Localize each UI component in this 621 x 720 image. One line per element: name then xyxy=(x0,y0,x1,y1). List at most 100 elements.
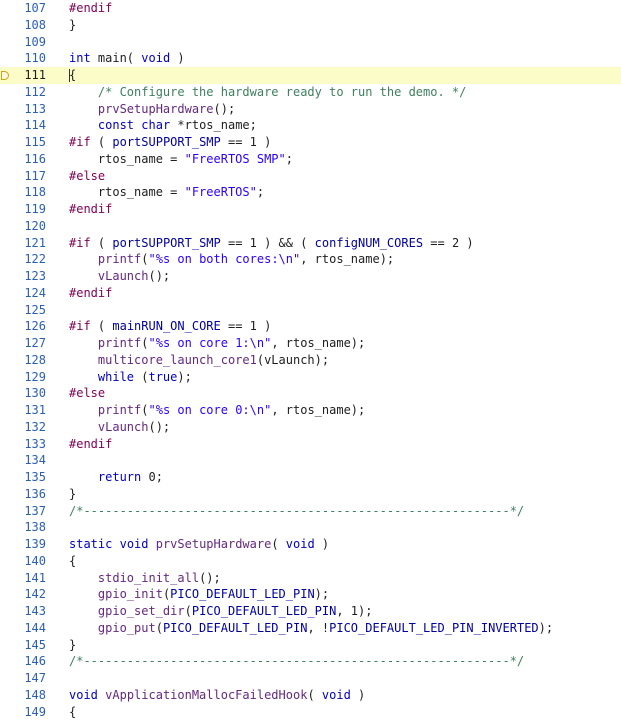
code-line[interactable]: 120 xyxy=(0,218,621,235)
code-text[interactable]: #endif xyxy=(69,436,112,453)
code-line[interactable]: 125 xyxy=(0,302,621,319)
code-text[interactable]: multicore_launch_core1(vLaunch); xyxy=(69,352,329,369)
line-gutter[interactable]: 130 xyxy=(0,385,64,402)
line-gutter[interactable]: 114 xyxy=(0,117,64,134)
code-line[interactable]: 144 gpio_put(PICO_DEFAULT_LED_PIN, !PICO… xyxy=(0,620,621,637)
code-line[interactable]: 143 gpio_set_dir(PICO_DEFAULT_LED_PIN, 1… xyxy=(0,603,621,620)
code-text[interactable]: #if ( portSUPPORT_SMP == 1 ) xyxy=(69,134,271,151)
line-gutter[interactable]: 149 xyxy=(0,704,64,720)
line-gutter[interactable]: 140 xyxy=(0,553,64,570)
code-line[interactable]: 146/*-----------------------------------… xyxy=(0,653,621,670)
code-text[interactable]: rtos_name = "FreeRTOS SMP"; xyxy=(69,151,293,168)
code-text[interactable]: printf("%s on core 1:\n", rtos_name); xyxy=(69,335,365,352)
code-line[interactable]: 134 xyxy=(0,452,621,469)
line-gutter[interactable]: 139 xyxy=(0,536,64,553)
line-gutter[interactable]: 145 xyxy=(0,637,64,654)
code-line[interactable]: 117#else xyxy=(0,168,621,185)
line-gutter[interactable]: 115 xyxy=(0,134,64,151)
line-gutter[interactable]: 107 xyxy=(0,0,64,17)
line-gutter[interactable]: 137 xyxy=(0,503,64,520)
code-text[interactable]: gpio_put(PICO_DEFAULT_LED_PIN, !PICO_DEF… xyxy=(69,620,553,637)
code-line[interactable]: 112 /* Configure the hardware ready to r… xyxy=(0,84,621,101)
line-gutter[interactable]: 120 xyxy=(0,218,64,235)
code-line[interactable]: 148 void vApplicationMallocFailedHook( vo… xyxy=(0,687,621,704)
line-gutter[interactable]: 148 xyxy=(0,687,64,704)
code-text[interactable]: printf("%s on core 0:\n", rtos_name); xyxy=(69,402,365,419)
code-line[interactable]: 123 vLaunch(); xyxy=(0,268,621,285)
line-gutter[interactable]: 136 xyxy=(0,486,64,503)
code-text[interactable]: gpio_init(PICO_DEFAULT_LED_PIN); xyxy=(69,586,329,603)
code-line[interactable]: 122 printf("%s on both cores:\n", rtos_n… xyxy=(0,251,621,268)
line-gutter[interactable]: 127 xyxy=(0,335,64,352)
line-gutter[interactable]: 131 xyxy=(0,402,64,419)
code-line[interactable]: 139 static void prvSetupHardware( void ) xyxy=(0,536,621,553)
code-line[interactable]: 129 while (true); xyxy=(0,369,621,386)
line-gutter[interactable]: 143 xyxy=(0,603,64,620)
code-line[interactable]: 132 vLaunch(); xyxy=(0,419,621,436)
code-text[interactable]: #endif xyxy=(69,0,112,17)
code-line[interactable]: 140 { xyxy=(0,553,621,570)
line-gutter[interactable]: 133 xyxy=(0,436,64,453)
code-text[interactable]: #else xyxy=(69,168,105,185)
code-line[interactable]: 115 #if ( portSUPPORT_SMP == 1 ) xyxy=(0,134,621,151)
code-line[interactable]: 109 xyxy=(0,34,621,51)
line-gutter[interactable]: 109 xyxy=(0,34,64,51)
line-gutter[interactable]: 110 xyxy=(0,50,64,67)
code-line[interactable]: 111 { xyxy=(0,67,621,84)
line-gutter[interactable]: 144 xyxy=(0,620,64,637)
code-line[interactable]: 149{ xyxy=(0,704,621,720)
code-line[interactable]: 141 stdio_init_all(); xyxy=(0,570,621,587)
code-text[interactable]: } xyxy=(69,637,76,654)
code-text[interactable]: printf("%s on both cores:\n", rtos_name)… xyxy=(69,251,394,268)
line-gutter[interactable]: 124 xyxy=(0,285,64,302)
line-gutter[interactable]: 147 xyxy=(0,670,64,687)
line-gutter[interactable]: 123 xyxy=(0,268,64,285)
code-text[interactable]: /*--------------------------------------… xyxy=(69,503,524,520)
code-text[interactable]: while (true); xyxy=(69,369,192,386)
code-line[interactable]: 114 const char *rtos_name; xyxy=(0,117,621,134)
line-gutter[interactable]: 134 xyxy=(0,452,64,469)
line-gutter[interactable]: 116 xyxy=(0,151,64,168)
code-text[interactable]: void vApplicationMallocFailedHook( void … xyxy=(69,687,365,704)
line-gutter[interactable]: 142 xyxy=(0,586,64,603)
line-gutter[interactable]: 119 xyxy=(0,201,64,218)
line-gutter[interactable]: 146 xyxy=(0,653,64,670)
code-text[interactable]: #endif xyxy=(69,285,112,302)
line-gutter[interactable]: 138 xyxy=(0,519,64,536)
code-line[interactable]: 138 xyxy=(0,519,621,536)
code-text[interactable]: { xyxy=(69,67,76,84)
code-text[interactable]: vLaunch(); xyxy=(69,419,170,436)
code-text[interactable]: static void prvSetupHardware( void ) xyxy=(69,536,329,553)
code-text[interactable]: return 0; xyxy=(69,469,163,486)
code-line[interactable]: 108} xyxy=(0,17,621,34)
line-gutter[interactable]: 126 xyxy=(0,318,64,335)
line-gutter[interactable]: 118 xyxy=(0,184,64,201)
code-text[interactable]: #if ( mainRUN_ON_CORE == 1 ) xyxy=(69,318,271,335)
line-gutter[interactable]: 111 xyxy=(0,67,64,84)
code-line[interactable]: 118 rtos_name = "FreeRTOS"; xyxy=(0,184,621,201)
line-gutter[interactable]: 128 xyxy=(0,352,64,369)
code-line[interactable]: 107 #endif xyxy=(0,0,621,17)
line-gutter[interactable]: 113 xyxy=(0,101,64,118)
code-line[interactable]: 126 #if ( mainRUN_ON_CORE == 1 ) xyxy=(0,318,621,335)
code-line[interactable]: 119#endif xyxy=(0,201,621,218)
code-text[interactable]: { xyxy=(69,553,76,570)
code-text[interactable]: /* Configure the hardware ready to run t… xyxy=(69,84,466,101)
code-line[interactable]: 133 #endif xyxy=(0,436,621,453)
code-line[interactable]: 127 printf("%s on core 1:\n", rtos_name)… xyxy=(0,335,621,352)
code-text[interactable]: const char *rtos_name; xyxy=(69,117,257,134)
code-line[interactable]: 142 gpio_init(PICO_DEFAULT_LED_PIN); xyxy=(0,586,621,603)
code-line[interactable]: 116 rtos_name = "FreeRTOS SMP"; xyxy=(0,151,621,168)
code-line[interactable]: 137 /*-----------------------------------… xyxy=(0,503,621,520)
code-text[interactable]: vLaunch(); xyxy=(69,268,170,285)
code-text[interactable]: gpio_set_dir(PICO_DEFAULT_LED_PIN, 1); xyxy=(69,603,372,620)
code-text[interactable]: stdio_init_all(); xyxy=(69,570,221,587)
code-line[interactable]: 145} xyxy=(0,637,621,654)
line-gutter[interactable]: 122 xyxy=(0,251,64,268)
line-gutter[interactable]: 125 xyxy=(0,302,64,319)
code-text[interactable]: rtos_name = "FreeRTOS"; xyxy=(69,184,264,201)
code-text[interactable]: #if ( portSUPPORT_SMP == 1 ) && ( config… xyxy=(69,235,474,252)
